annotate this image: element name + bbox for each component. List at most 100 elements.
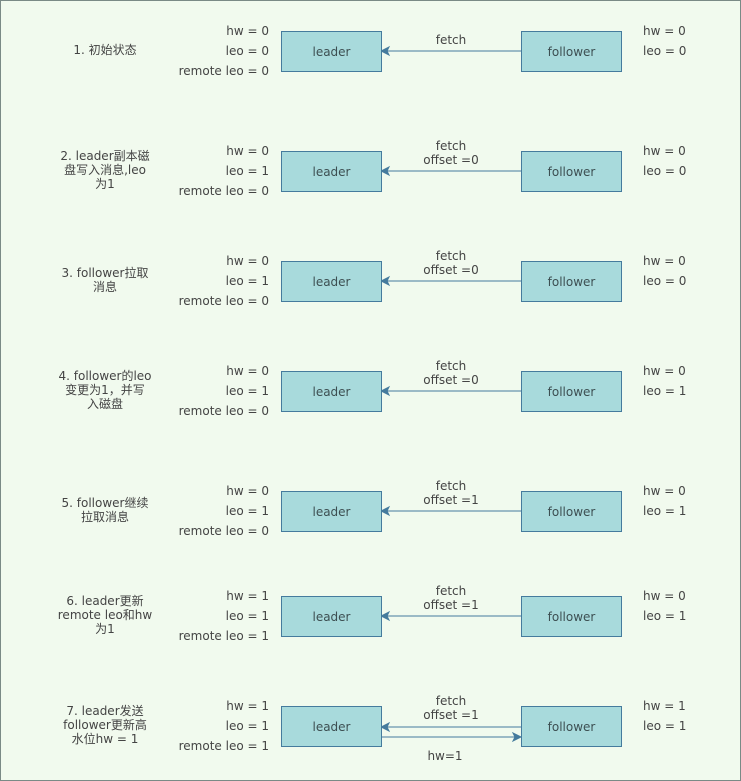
fetch-request-line: offset =1 — [423, 493, 479, 507]
fetch-request-line: fetch — [435, 694, 467, 708]
step-description: 5. follower继续拉取消息 — [46, 496, 164, 524]
step-description-line: 为1 — [95, 177, 115, 191]
follower-box: follower — [521, 596, 622, 637]
follower-box-label: follower — [547, 44, 596, 59]
follower-state-line: hw = 0 — [643, 364, 686, 378]
leader-box: leader — [281, 151, 382, 192]
follower-state-line: leo = 1 — [643, 504, 687, 518]
leader-box-label: leader — [312, 274, 351, 289]
follower-state-line: leo = 0 — [643, 274, 687, 288]
leader-box-label: leader — [312, 504, 351, 519]
fetch-request-line: fetch — [435, 584, 467, 598]
response-arrow — [381, 731, 523, 743]
step-description-line: 为1 — [95, 622, 115, 636]
follower-box: follower — [521, 31, 622, 72]
leader-box: leader — [281, 706, 382, 747]
step-description-line: 6. leader更新 — [66, 594, 144, 608]
follower-box: follower — [521, 151, 622, 192]
leader-state-line: remote leo = 0 — [178, 294, 269, 308]
leader-state-line: leo = 1 — [225, 504, 269, 518]
leader-box: leader — [281, 491, 382, 532]
step-description-line: follower更新高 — [63, 718, 147, 732]
leader-state-line: hw = 0 — [226, 484, 269, 498]
step-description-line: 7. leader发送 — [66, 704, 144, 718]
step-description-line: 1. 初始状态 — [73, 43, 137, 57]
follower-state-line: hw = 0 — [643, 484, 686, 498]
leader-state-line: hw = 0 — [226, 254, 269, 268]
leader-state-line: hw = 0 — [226, 24, 269, 38]
step-description-line: 入磁盘 — [86, 397, 123, 411]
step-description-line: 2. leader副本磁 — [60, 149, 150, 163]
fetch-request-line: offset =0 — [423, 153, 479, 167]
leader-state-line: remote leo = 0 — [178, 404, 269, 418]
response-label: hw=1 — [385, 749, 505, 763]
step-description-line: 消息 — [92, 280, 117, 294]
leader-state-line: hw = 0 — [226, 364, 269, 378]
step-description-line: 3. follower拉取 — [61, 266, 149, 280]
fetch-request-line: offset =0 — [423, 263, 479, 277]
follower-box-label: follower — [547, 609, 596, 624]
leader-box: leader — [281, 371, 382, 412]
fetch-request-line: offset =1 — [423, 598, 479, 612]
leader-state-line: leo = 1 — [225, 164, 269, 178]
fetch-arrow — [379, 505, 521, 517]
fetch-request-line: fetch — [435, 249, 467, 263]
follower-box-label: follower — [547, 274, 596, 289]
step-description-line: remote leo和hw — [57, 608, 153, 622]
leader-state-line: leo = 1 — [225, 719, 269, 733]
leader-state-line: remote leo = 0 — [178, 64, 269, 78]
leader-state-line: remote leo = 1 — [178, 739, 269, 753]
response-line: hw=1 — [427, 749, 463, 763]
follower-box-label: follower — [547, 384, 596, 399]
leader-state-line: leo = 1 — [225, 274, 269, 288]
leader-box: leader — [281, 31, 382, 72]
follower-state-line: leo = 1 — [643, 719, 687, 733]
leader-box-label: leader — [312, 44, 351, 59]
follower-state-line: hw = 0 — [643, 254, 686, 268]
leader-box-label: leader — [312, 384, 351, 399]
leader-box-label: leader — [312, 609, 351, 624]
fetch-arrow — [379, 721, 521, 733]
step-description-line: 水位hw = 1 — [71, 732, 139, 746]
follower-box: follower — [521, 261, 622, 302]
follower-state-line: leo = 1 — [643, 384, 687, 398]
leader-box-label: leader — [312, 164, 351, 179]
step-description-line: 拉取消息 — [80, 510, 129, 524]
follower-state-line: hw = 0 — [643, 589, 686, 603]
fetch-arrow — [379, 610, 521, 622]
follower-state-line: hw = 0 — [643, 144, 686, 158]
step-description-line: 变更为1，并写 — [65, 383, 145, 397]
follower-box-label: follower — [547, 719, 596, 734]
fetch-request-line: fetch — [435, 359, 467, 373]
follower-state-line: leo = 0 — [643, 44, 687, 58]
follower-box-label: follower — [547, 504, 596, 519]
step-description-line: 5. follower继续 — [61, 496, 149, 510]
leader-box: leader — [281, 596, 382, 637]
fetch-request-line: offset =0 — [423, 373, 479, 387]
fetch-arrow — [379, 165, 521, 177]
step-description: 3. follower拉取消息 — [46, 266, 164, 294]
follower-box: follower — [521, 491, 622, 532]
leader-box: leader — [281, 261, 382, 302]
leader-state-line: remote leo = 0 — [178, 184, 269, 198]
leader-state-line: hw = 1 — [226, 589, 269, 603]
fetch-request-label: fetch — [391, 33, 511, 47]
leader-box-label: leader — [312, 719, 351, 734]
follower-state-line: hw = 0 — [643, 24, 686, 38]
fetch-arrow — [379, 45, 521, 57]
follower-box: follower — [521, 706, 622, 747]
follower-box: follower — [521, 371, 622, 412]
follower-state-line: leo = 1 — [643, 609, 687, 623]
fetch-arrow — [379, 275, 521, 287]
leader-state-line: hw = 0 — [226, 144, 269, 158]
step-description: 1. 初始状态 — [46, 43, 164, 57]
